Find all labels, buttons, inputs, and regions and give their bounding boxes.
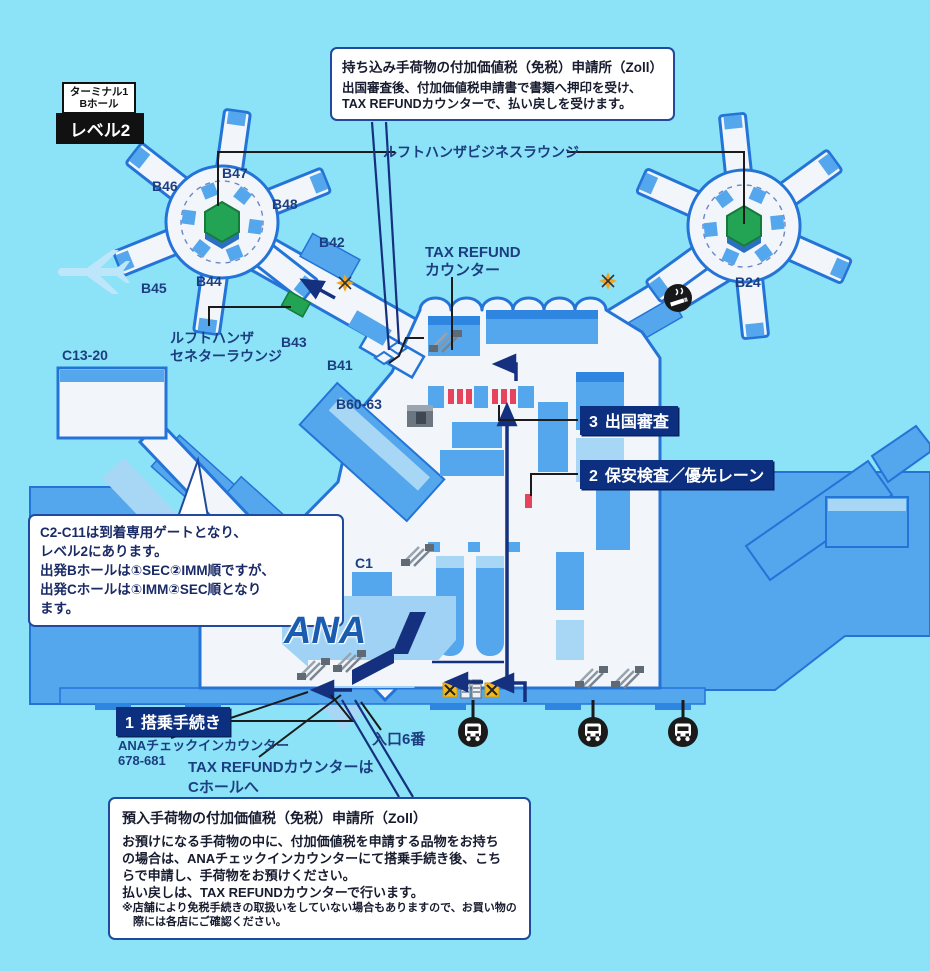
ana-wall	[352, 648, 394, 685]
tax-refund-c-hall-label: TAX REFUNDカウンターは Cホールへ	[188, 758, 374, 798]
carry-on-vat-callout: 持ち込み手荷物の付加価値税（免税）申請所（Zoll） 出国審査後、付加価値税申請…	[330, 47, 675, 121]
closed-icon-2	[484, 682, 500, 698]
step-immigration-label: 出国審査	[604, 414, 669, 431]
gate-label-b47: B47	[222, 165, 248, 181]
tax-refund-counter-label: TAX REFUND カウンター	[425, 244, 521, 280]
gate-label-b48: B48	[272, 196, 298, 212]
smoking-area-icon	[664, 284, 692, 312]
c-gates-note-line-4: 出発Cホールは①IMM②SEC順となり	[40, 582, 262, 597]
tax-refund-counter-line-2: カウンター	[425, 262, 501, 279]
lufthansa-business-lounge-label: ルフトハンザビジネスラウンジ	[383, 144, 579, 160]
ana-checkin-counter-label: ANAチェックインカウンター 678-681	[118, 738, 290, 769]
carry-on-vat-line-1: 出国審査後、付加価値税申請書で書類へ押印を受け、	[342, 81, 642, 95]
checked-baggage-vat-title: 預入手荷物の付加価値税（免税）申請所（Zoll）	[122, 810, 427, 826]
c-gates-note-line-2: レベル2にあります。	[40, 544, 168, 559]
step-immigration-number: 3	[589, 414, 598, 431]
checked-baggage-vat-note-2: 際には各店にご確認ください。	[133, 916, 287, 928]
gate-label-c13-20: C13-20	[62, 347, 108, 363]
checked-baggage-vat-note-1: ※店舗により免税手続きの取扱いをしていない場合もありますので、お買い物の	[122, 902, 517, 914]
c-gates-note-line-3: 出発Bホールは①SEC②IMM順ですが、	[40, 563, 275, 578]
c-gates-note-line-5: ます。	[40, 601, 80, 616]
route-arrows	[299, 278, 527, 702]
c-gates-note-line-1: C2-C11は到着専用ゲートとなり、	[40, 525, 247, 540]
gate-label-b44: B44	[196, 273, 222, 289]
step-boarding: 1 搭乗手続き	[116, 707, 230, 736]
ana-checkin-line-2: 678-681	[118, 752, 166, 768]
gate-label-b45: B45	[141, 280, 167, 296]
connector-lines-navy	[341, 121, 414, 798]
ana-logo: ANA	[284, 610, 367, 652]
gate-label-b42: B42	[319, 234, 345, 250]
booth-icon	[407, 405, 433, 427]
gate-label-b60-63: B60-63	[336, 396, 382, 412]
step-immigration: 3 出国審査	[580, 406, 678, 435]
checked-baggage-vat-line-1: お預けになる手荷物の中に、付加価値税を申請する品物をお持ち	[122, 834, 499, 849]
closed-icon-1	[442, 682, 458, 698]
meeting-point-icon-east	[598, 271, 618, 291]
checked-baggage-vat-line-3: らで申請し、手荷物をお預けください。	[122, 868, 356, 883]
step-boarding-number: 1	[125, 715, 134, 732]
gate-label-b24: B24	[735, 274, 761, 290]
checked-baggage-vat-callout: 預入手荷物の付加価値税（免税）申請所（Zoll） お預けになる手荷物の中に、付加…	[108, 797, 531, 940]
airplane-icon	[58, 250, 130, 294]
gate-label-b43: B43	[281, 334, 307, 350]
entrance-6-label: 入口6番	[372, 731, 426, 748]
step-security-label: 保安検査／優先レーン	[604, 468, 765, 485]
senator-lounge-line-1: ルフトハンザ	[170, 330, 254, 346]
passport-booths	[428, 386, 534, 408]
level-badge: ターミナル1 Bホール レベル2	[56, 82, 144, 144]
senator-lounge-line-2: セネターラウンジ	[170, 348, 282, 364]
tax-refund-c-hall-line-1: TAX REFUNDカウンターは	[188, 759, 374, 776]
ana-logo-slash	[392, 612, 426, 654]
checked-baggage-vat-line-2: の場合は、ANAチェックインカウンターにて搭乗手続き後、こち	[122, 851, 502, 866]
step-boarding-label: 搭乗手続き	[140, 715, 221, 732]
checked-baggage-vat-line-4: 払い戻しは、TAX REFUNDカウンターで行います。	[122, 885, 424, 900]
badge-terminal: ターミナル1	[69, 86, 129, 98]
carry-on-vat-line-2: TAX REFUNDカウンターで、払い戻しを受けます。	[342, 97, 632, 111]
senator-lounge-label: ルフトハンザ セネターラウンジ	[170, 329, 282, 365]
badge-level: レベル2	[56, 113, 144, 144]
lufthansa-business-lounge-marker	[204, 201, 240, 250]
tax-refund-counter-line-1: TAX REFUND	[425, 244, 521, 261]
ana-checkin-line-1: ANAチェックインカウンター	[118, 738, 290, 753]
c-gates-note-callout: C2-C11は到着専用ゲートとなり、 レベル2にあります。 出発Bホールは①SE…	[28, 514, 344, 627]
gate-label-c1: C1	[355, 555, 373, 571]
security-booth-icon	[525, 494, 532, 508]
step-security-number: 2	[589, 468, 598, 485]
bus-stop-icon-2	[576, 698, 610, 749]
gate-label-b46: B46	[152, 178, 178, 194]
tax-refund-c-hall-line-2: Cホールへ	[188, 779, 259, 796]
gate-label-b41: B41	[327, 357, 353, 373]
step-security: 2 保安検査／優先レーン	[580, 460, 774, 489]
badge-hall: Bホール	[79, 98, 119, 110]
carry-on-vat-title: 持ち込み手荷物の付加価値税（免税）申請所（Zoll）	[342, 60, 663, 75]
